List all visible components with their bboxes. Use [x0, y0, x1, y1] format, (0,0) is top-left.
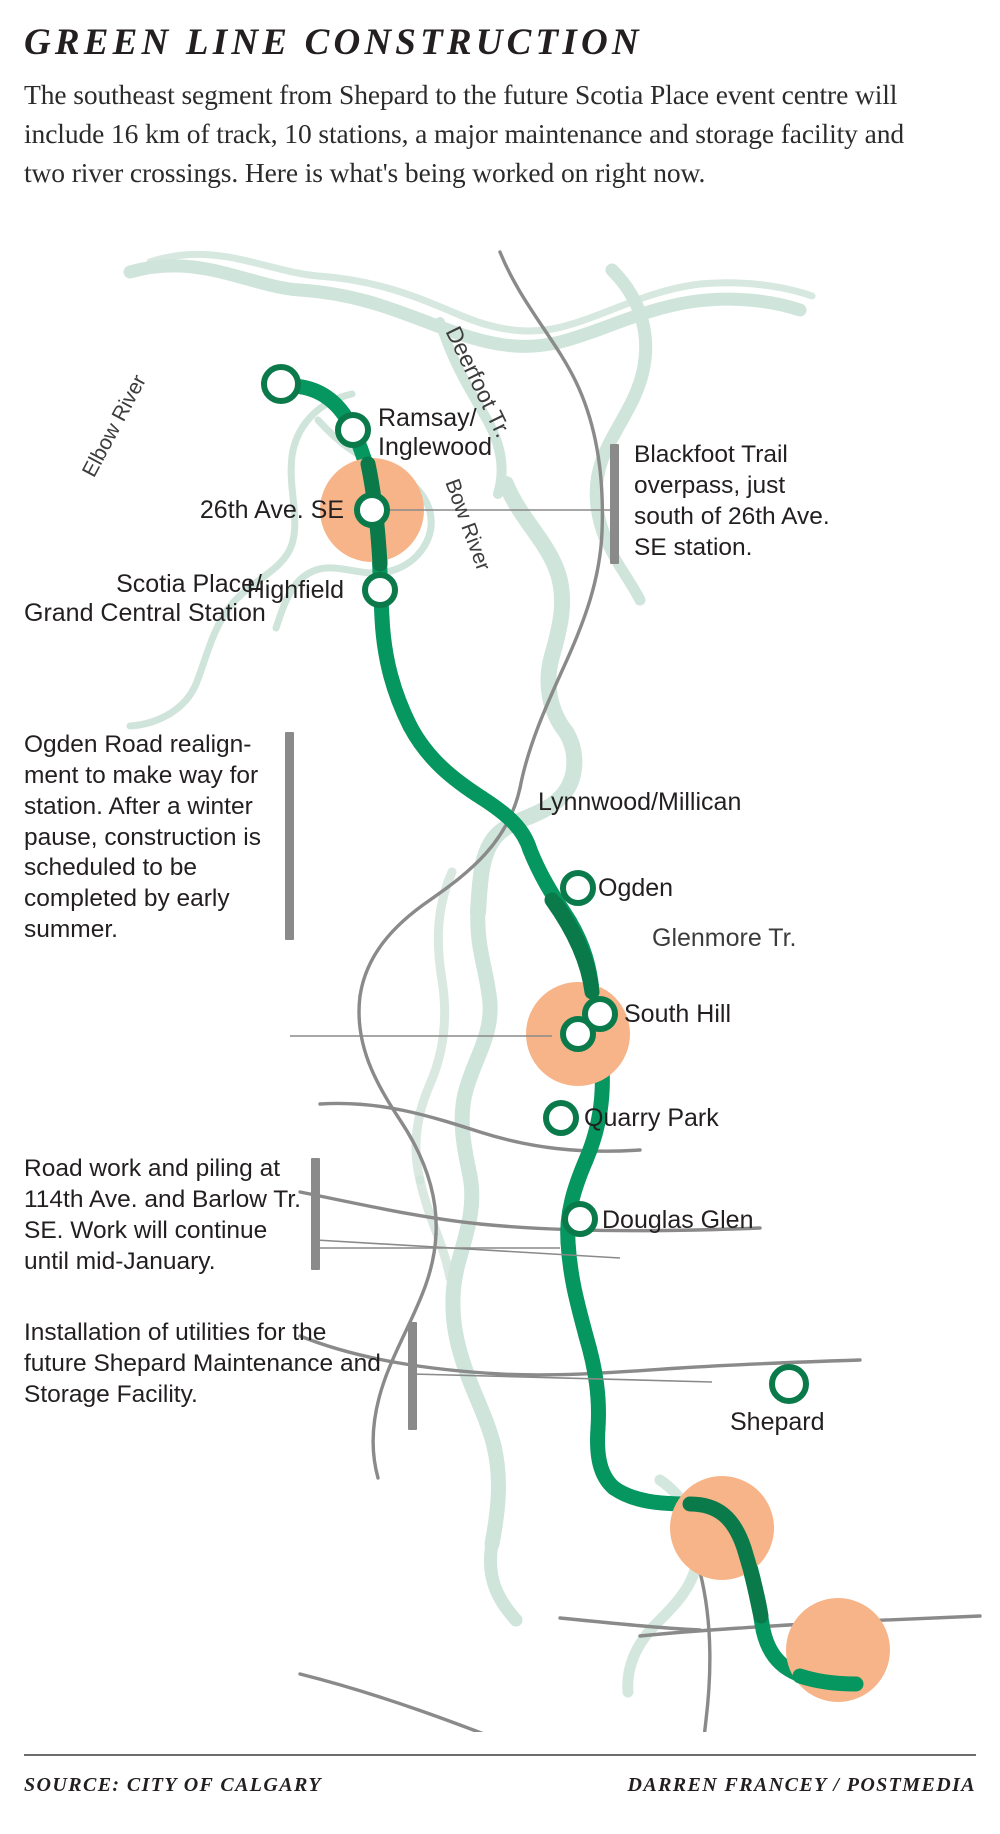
station-label-ramsay-inglewood: Ramsay/ Inglewood	[378, 404, 492, 461]
station-marker-ogden	[560, 870, 596, 906]
station-marker-south-hill	[582, 996, 618, 1032]
leader-shepard-facility	[411, 1373, 713, 1383]
station-marker-ramsay-inglewood	[335, 412, 371, 448]
leader-lines	[290, 509, 713, 1383]
footer-source: SOURCE: CITY OF CALGARY	[24, 1774, 323, 1796]
standfirst-text: The southeast segment from Shepard to th…	[24, 78, 905, 189]
geo-label-glenmore-tr: Glenmore Tr.	[652, 924, 797, 952]
station-marker-26th-ave-se	[354, 492, 390, 528]
station-label-douglas-glen: Douglas Glen	[602, 1206, 754, 1234]
station-markers	[261, 364, 809, 1404]
station-marker-lynnwood-millican	[560, 1016, 596, 1052]
green-line-overdraw	[360, 456, 864, 1692]
tick-barlow	[311, 1158, 320, 1270]
callout-blackfoot-trail: Blackfoot Trail overpass, just south of …	[634, 441, 830, 561]
station-label-ogden: Ogden	[598, 874, 674, 902]
station-label-lynnwood-millican: Lynnwood/Millican	[538, 788, 742, 816]
callout-tick-bars	[285, 444, 619, 1430]
highlight-douglas-glen	[670, 1476, 774, 1580]
callout-barlow-trail: Road work and piling at 114th Ave. and B…	[24, 1155, 301, 1275]
callout-ogden-road: Ogden Road realign- ment to make way for…	[24, 731, 261, 944]
tick-blackfoot	[610, 444, 619, 564]
callout-shepard-facility: Installation of utilities for the future…	[24, 1319, 381, 1408]
station-label-scotia-place: Scotia Place/ Grand Central Station	[24, 570, 266, 627]
tick-ogden-road	[285, 732, 294, 940]
station-label-south-hill: South Hill	[624, 1000, 731, 1028]
map-graphic: Scotia Place/ Grand Central Station Rams…	[0, 232, 1000, 1732]
page-title: GREEN LINE CONSTRUCTION	[24, 22, 643, 63]
station-label-26th-ave-se: 26th Ave. SE	[199, 496, 344, 524]
leader-barlow	[315, 1239, 621, 1259]
station-label-shepard: Shepard	[730, 1408, 825, 1436]
station-marker-highfield	[362, 572, 398, 608]
map-svg	[123, 250, 982, 1732]
header: GREEN LINE CONSTRUCTION The southeast se…	[24, 22, 976, 193]
tick-shepard-facility	[408, 1322, 417, 1430]
station-label-quarry-park: Quarry Park	[584, 1104, 719, 1132]
footer-credit: DARREN FRANCEY / POSTMEDIA	[627, 1774, 976, 1796]
station-marker-shepard	[769, 1364, 809, 1404]
station-label-highfield: Highfield	[246, 576, 344, 604]
station-marker-douglas-glen	[562, 1201, 598, 1237]
station-marker-quarry-park	[543, 1100, 579, 1136]
footer-divider	[24, 1754, 976, 1756]
station-marker-scotia-place	[261, 364, 301, 404]
